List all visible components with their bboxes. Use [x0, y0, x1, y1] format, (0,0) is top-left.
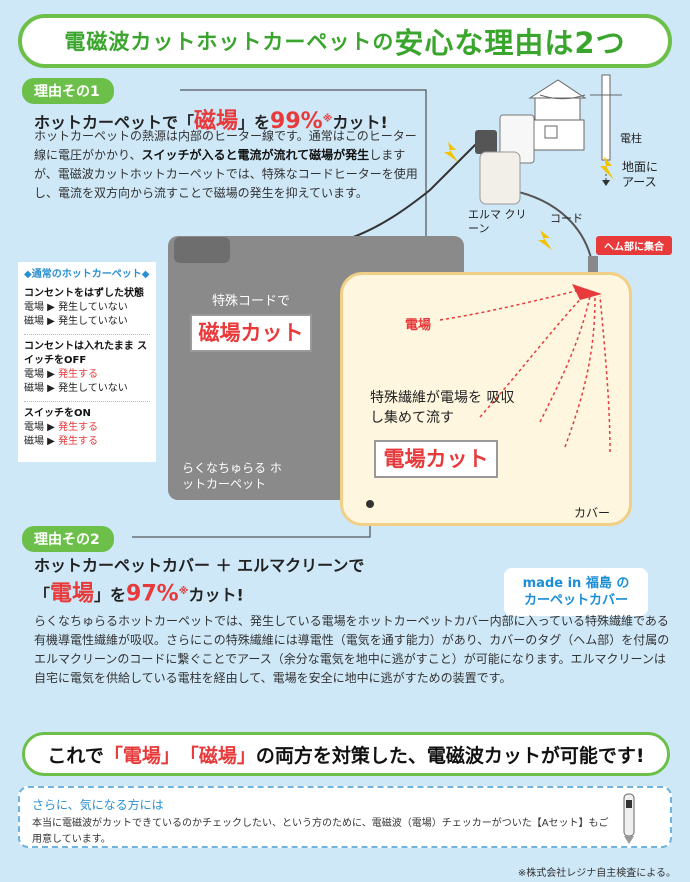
title-prefix: 電磁波カットホットカーペットの	[64, 30, 395, 54]
reason1-body: ホットカーペットの熱源は内部のヒーター線です。通常はこのヒーター線に電圧がかかり…	[34, 129, 418, 200]
checker-info-body: 本当に電磁波がカットできているのかチェックしたい、という方のために、電磁波（電場…	[32, 818, 609, 845]
reason2-tag: 理由その2	[22, 526, 114, 552]
cover-caption: 特殊繊維が電場を 吸収し集めて流す	[370, 390, 515, 426]
summary-banner: これで「電場」「磁場」の両方を対策した、電磁波カットが可能です!	[22, 732, 670, 776]
gray-caption: 特殊コードで	[212, 294, 291, 309]
panel-heading: ◆通常のホットカーペット◆	[24, 269, 150, 280]
electric-cut-label: 電場カット	[374, 440, 498, 478]
normal-carpet-panel: ◆通常のホットカーペット◆ コンセントをはずした状態 電場 ▶ 発生していない …	[18, 262, 156, 462]
made-in-fukushima-badge: made in 福島 の カーペットカバー	[504, 568, 648, 616]
reason1-title: ホットカーペットで「磁場」を99%※カット!	[34, 109, 388, 134]
em-checker-icon	[623, 793, 635, 844]
electric-field-lines	[366, 284, 611, 508]
magnetic-cut-label: 磁場カット	[190, 314, 312, 352]
state-switch-on: スイッチをON 電場 ▶ 発生する 磁場 ▶ 発生する	[24, 408, 99, 447]
title-main: 安心な理由は2つ	[394, 26, 626, 60]
pole-label: 電柱	[620, 132, 642, 145]
cover-label: カバー	[574, 506, 611, 520]
carpet-controller	[174, 237, 230, 263]
cord-label: コード	[550, 212, 583, 225]
reason1-tag: 理由その1	[22, 78, 114, 104]
hem-label: ヘム部に集合	[596, 236, 672, 255]
ground-label: 地面に アース	[622, 160, 659, 189]
reason2-body: らくなちゅらるホットカーペットでは、発生している電場をホットカーペットカバー内部…	[34, 614, 670, 685]
state-switch-off: コンセントは入れたまま スイッチをOFF 電場 ▶ 発生する 磁場 ▶ 発生して…	[24, 341, 148, 394]
checker-info-box: さらに、気になる方には 本当に電磁波がカットできているのかチェックしたい、という…	[18, 786, 672, 848]
state-unplugged: コンセントをはずした状態 電場 ▶ 発生していない 磁場 ▶ 発生していない	[24, 288, 144, 327]
carpet-cover-image	[340, 272, 632, 526]
page-title: 電磁波カットホットカーペットの 安心な理由は2つ	[18, 14, 672, 68]
electric-field-label: 電場	[405, 318, 432, 333]
elma-clean-label: エルマ クリーン	[468, 208, 527, 235]
footnote: ※株式会社レジナ自主検査による。	[517, 868, 676, 879]
checker-info-title: さらに、気になる方には	[32, 798, 164, 812]
reason2-title: ホットカーペットカバー ＋ エルマクリーンで 「電場」を97%※カット!	[34, 556, 365, 607]
carpet-name: らくなちゅらる ホットカーペット	[182, 461, 282, 491]
